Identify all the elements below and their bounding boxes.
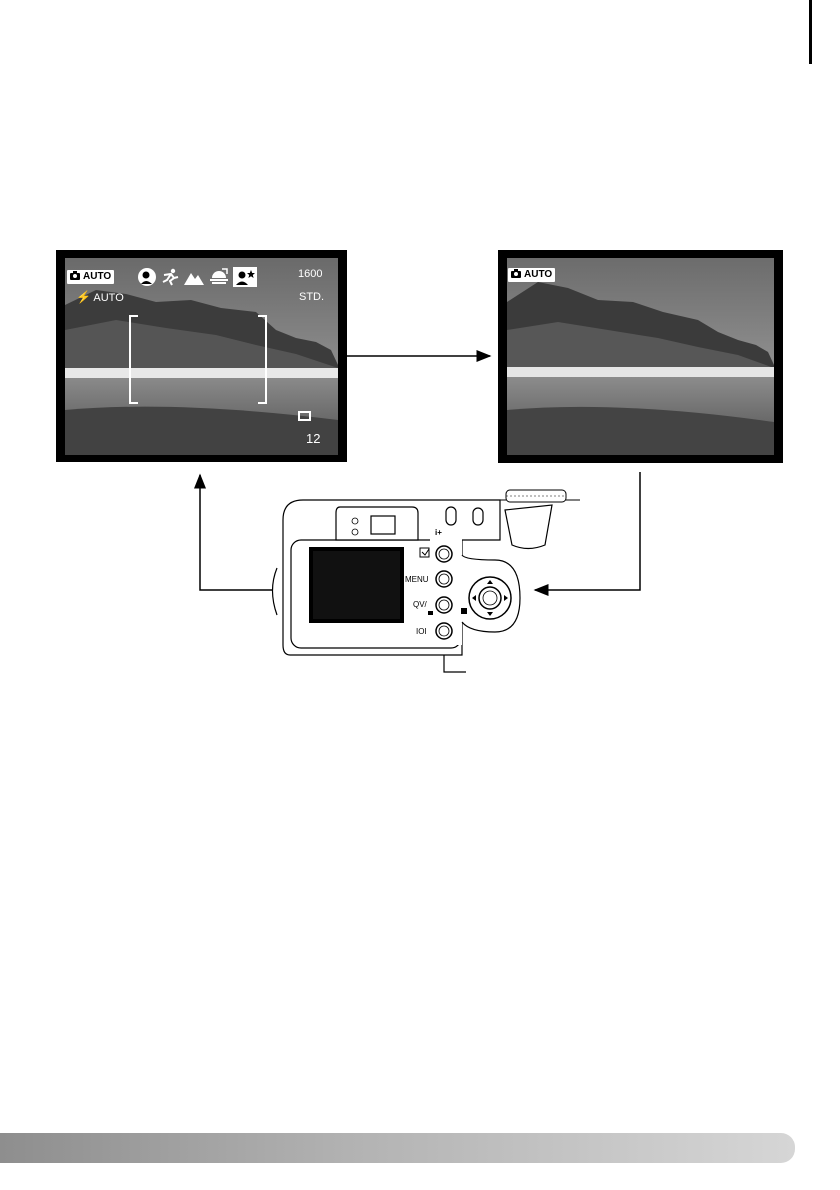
quick-view-button[interactable] [436,597,452,613]
display-button[interactable] [436,623,452,639]
arrow-to-full-display [200,475,272,590]
menu-button[interactable] [436,571,452,587]
menu-button-label: MENU [405,575,429,584]
quick-view-delete-button-label: QV/ [413,600,427,609]
footer-bar [0,1133,795,1163]
diagram-overlay [0,0,840,700]
info-label: i+ [435,528,442,537]
display-button-label: IOI [416,627,427,636]
controller-button[interactable] [469,577,511,619]
